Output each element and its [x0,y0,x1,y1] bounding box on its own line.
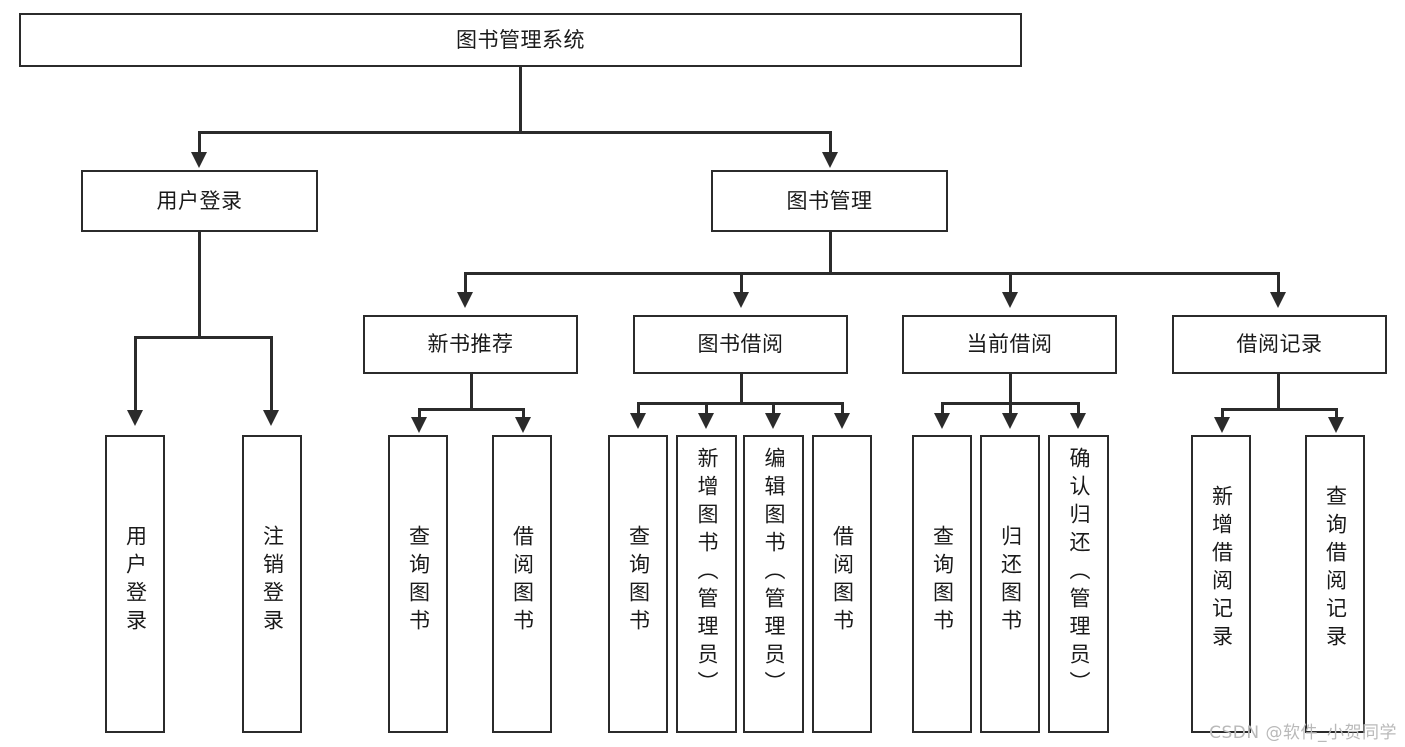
connector-to-book-borrow [740,272,743,294]
arrow-to-user-login [191,152,207,168]
node-label: 归还图书 [998,525,1023,637]
connector-new-book-recommend-bus [418,408,522,411]
arrow-bb-leaf-2 [765,413,781,429]
leaf-book-borrow-query-book[interactable]: 查询图书 [608,435,668,733]
arrow-to-new-book-recommend [457,292,473,308]
connector-user-login-bus [134,336,272,339]
connector-cb-leaf-2 [1077,402,1080,414]
connector-user-login-leaf-0 [134,336,137,412]
connector-user-login-stem [198,232,201,336]
connector-borrow-record-bus [1221,408,1335,411]
arrow-user-login-leaf-1 [263,410,279,426]
node-user-login[interactable]: 用户登录 [81,170,318,232]
node-current-borrow[interactable]: 当前借阅 [902,315,1117,374]
node-label: 当前借阅 [966,332,1053,357]
connector-new-book-recommend-stem [470,374,473,408]
connector-level1-bus [198,131,831,134]
connector-to-user-login [198,131,201,155]
node-borrow-record[interactable]: 借阅记录 [1172,315,1387,374]
connector-current-borrow-stem [1009,374,1012,402]
node-label: 确认归还（管理员） [1067,447,1091,699]
connector-br-leaf-1 [1335,408,1338,418]
arrow-cb-leaf-0 [934,413,950,429]
leaf-current-borrow-query-book[interactable]: 查询图书 [912,435,972,733]
arrow-nbr-leaf-1 [515,417,531,433]
connector-bb-leaf-1 [705,402,708,414]
node-label: 新增图书（管理员） [695,447,719,699]
node-label: 编辑图书（管理员） [762,447,786,699]
node-label: 借阅图书 [830,525,855,637]
arrow-nbr-leaf-0 [411,417,427,433]
node-book-management[interactable]: 图书管理 [711,170,948,232]
arrow-to-book-borrow [733,292,749,308]
node-label: 查询图书 [406,525,431,637]
node-label: 用户登录 [123,525,148,637]
connector-level2-bus [464,272,1277,275]
connector-bb-leaf-3 [841,402,844,414]
node-new-book-recommend[interactable]: 新书推荐 [363,315,578,374]
arrow-bb-leaf-1 [698,413,714,429]
connector-br-leaf-0 [1221,408,1224,418]
connector-book-borrow-bus [637,402,843,405]
arrow-cb-leaf-2 [1070,413,1086,429]
arrow-cb-leaf-1 [1002,413,1018,429]
connector-book-borrow-stem [740,374,743,402]
connector-nbr-leaf-0 [418,408,421,418]
leaf-borrow-record-add-record[interactable]: 新增借阅记录 [1191,435,1251,733]
connector-bb-leaf-2 [772,402,775,414]
arrow-to-borrow-record [1270,292,1286,308]
connector-cb-leaf-1 [1009,402,1012,414]
arrow-user-login-leaf-0 [127,410,143,426]
node-label: 图书借阅 [697,332,784,357]
leaf-user-login-login[interactable]: 用户登录 [105,435,165,733]
connector-to-borrow-record [1277,272,1280,294]
leaf-user-login-logout[interactable]: 注销登录 [242,435,302,733]
connector-cb-leaf-0 [941,402,944,414]
leaf-book-borrow-edit-book-admin[interactable]: 编辑图书（管理员） [743,435,804,733]
arrow-bb-leaf-0 [630,413,646,429]
csdn-watermark: CSDN @软件_小贺同学 [1209,723,1397,743]
leaf-current-borrow-confirm-return-admin[interactable]: 确认归还（管理员） [1048,435,1109,733]
leaf-book-borrow-borrow-book[interactable]: 借阅图书 [812,435,872,733]
node-book-borrow[interactable]: 图书借阅 [633,315,848,374]
arrow-br-leaf-1 [1328,417,1344,433]
leaf-borrow-record-query-record[interactable]: 查询借阅记录 [1305,435,1365,733]
connector-user-login-leaf-1 [270,336,273,412]
connector-to-current-borrow [1009,272,1012,294]
node-label: 借阅记录 [1236,332,1323,357]
arrow-br-leaf-0 [1214,417,1230,433]
connector-to-new-book-recommend [464,272,467,294]
connector-to-book-management [829,131,832,155]
connector-nbr-leaf-1 [522,408,525,418]
node-label: 新增借阅记录 [1209,485,1234,653]
node-label: 查询图书 [930,525,955,637]
node-label: 新书推荐 [427,332,514,357]
node-label: 用户登录 [156,188,243,213]
arrow-to-current-borrow [1002,292,1018,308]
leaf-book-borrow-add-book-admin[interactable]: 新增图书（管理员） [676,435,737,733]
node-label: 借阅图书 [510,525,535,637]
leaf-current-borrow-return-book[interactable]: 归还图书 [980,435,1040,733]
node-label: 图书管理 [786,188,873,213]
node-label: 查询图书 [626,525,651,637]
node-label: 查询借阅记录 [1323,485,1348,653]
arrow-to-book-management [822,152,838,168]
connector-book-management-stem [829,232,832,272]
node-label: 注销登录 [260,525,285,637]
leaf-new-book-recommend-borrow-book[interactable]: 借阅图书 [492,435,552,733]
node-root-book-management-system[interactable]: 图书管理系统 [19,13,1022,67]
arrow-bb-leaf-3 [834,413,850,429]
connector-root-stem [519,67,522,131]
connector-borrow-record-stem [1277,374,1280,408]
leaf-new-book-recommend-query-book[interactable]: 查询图书 [388,435,448,733]
node-label: 图书管理系统 [456,27,585,52]
connector-bb-leaf-0 [637,402,640,414]
